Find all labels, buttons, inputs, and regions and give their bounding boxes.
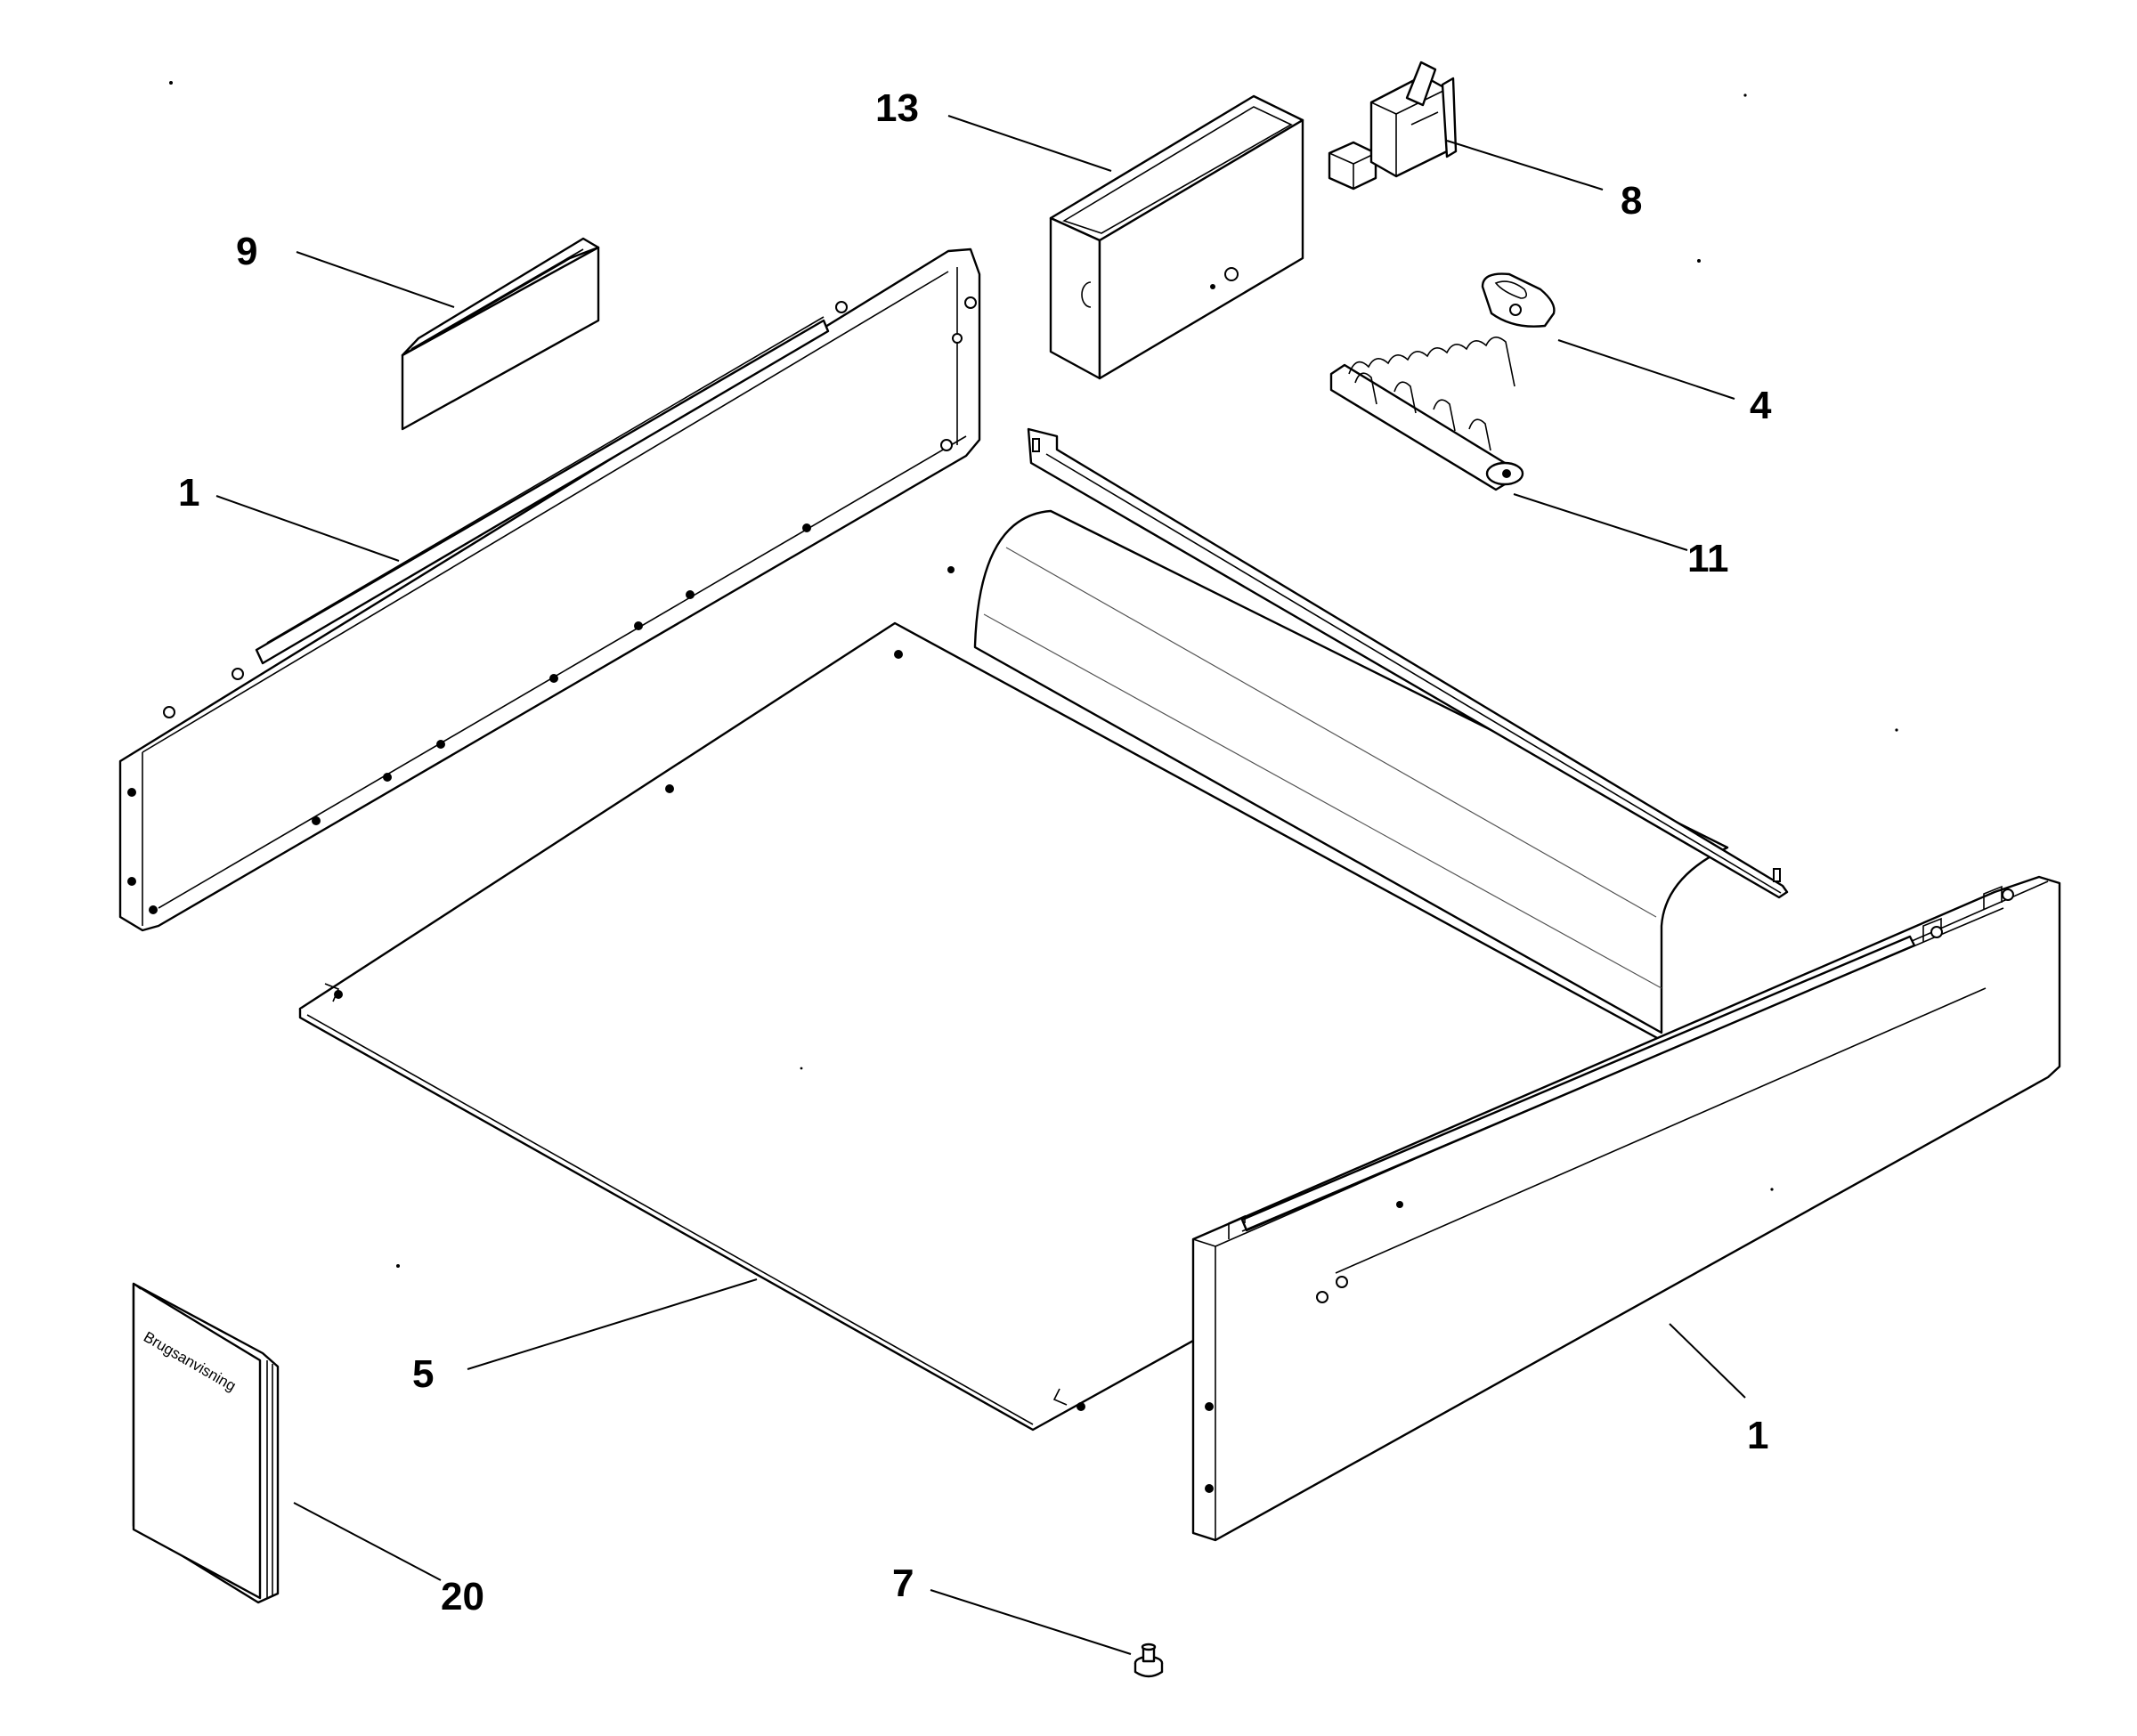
leader-20 (293, 1502, 442, 1581)
terminal-block-part-11 (1329, 337, 1524, 491)
instruction-manual-part-20: Brugsanvisning (132, 1282, 280, 1604)
callout-11: 11 (1687, 537, 1729, 580)
leader-1-left (215, 495, 400, 562)
rear-curved-panel (973, 509, 1729, 1034)
adjustable-foot-part-7 (1134, 1643, 1164, 1678)
callout-1-left: 1 (178, 471, 199, 515)
switch-part-8 (1328, 61, 1458, 191)
side-panel-left-part-1 (118, 247, 981, 932)
clip-part-4 (1481, 272, 1556, 328)
leader-7 (930, 1589, 1132, 1655)
callout-13: 13 (875, 86, 919, 130)
leader-11 (1513, 493, 1688, 551)
side-panel-right-part-1 (1191, 875, 2061, 1542)
callout-20: 20 (441, 1575, 484, 1618)
callout-9: 9 (236, 230, 257, 273)
callout-4: 4 (1750, 384, 1772, 427)
callout-5: 5 (412, 1352, 434, 1396)
cover-plate-part-9 (401, 237, 600, 431)
leader-13 (947, 115, 1112, 172)
rear-rail (1027, 427, 1789, 899)
leader-4 (1557, 339, 1735, 400)
leader-lines (215, 115, 1746, 1655)
callout-7: 7 (892, 1562, 914, 1605)
print-specks (169, 81, 1898, 1268)
leader-9 (296, 251, 455, 308)
enclosure-box-part-13 (1049, 94, 1304, 380)
leader-8 (1446, 140, 1604, 191)
leader-5 (467, 1278, 758, 1370)
callout-1-right: 1 (1747, 1414, 1768, 1457)
callout-8: 8 (1621, 179, 1642, 223)
leader-1-right (1669, 1323, 1746, 1399)
callout-labels: 13 8 9 4 1 11 5 1 20 7 (178, 86, 1772, 1618)
